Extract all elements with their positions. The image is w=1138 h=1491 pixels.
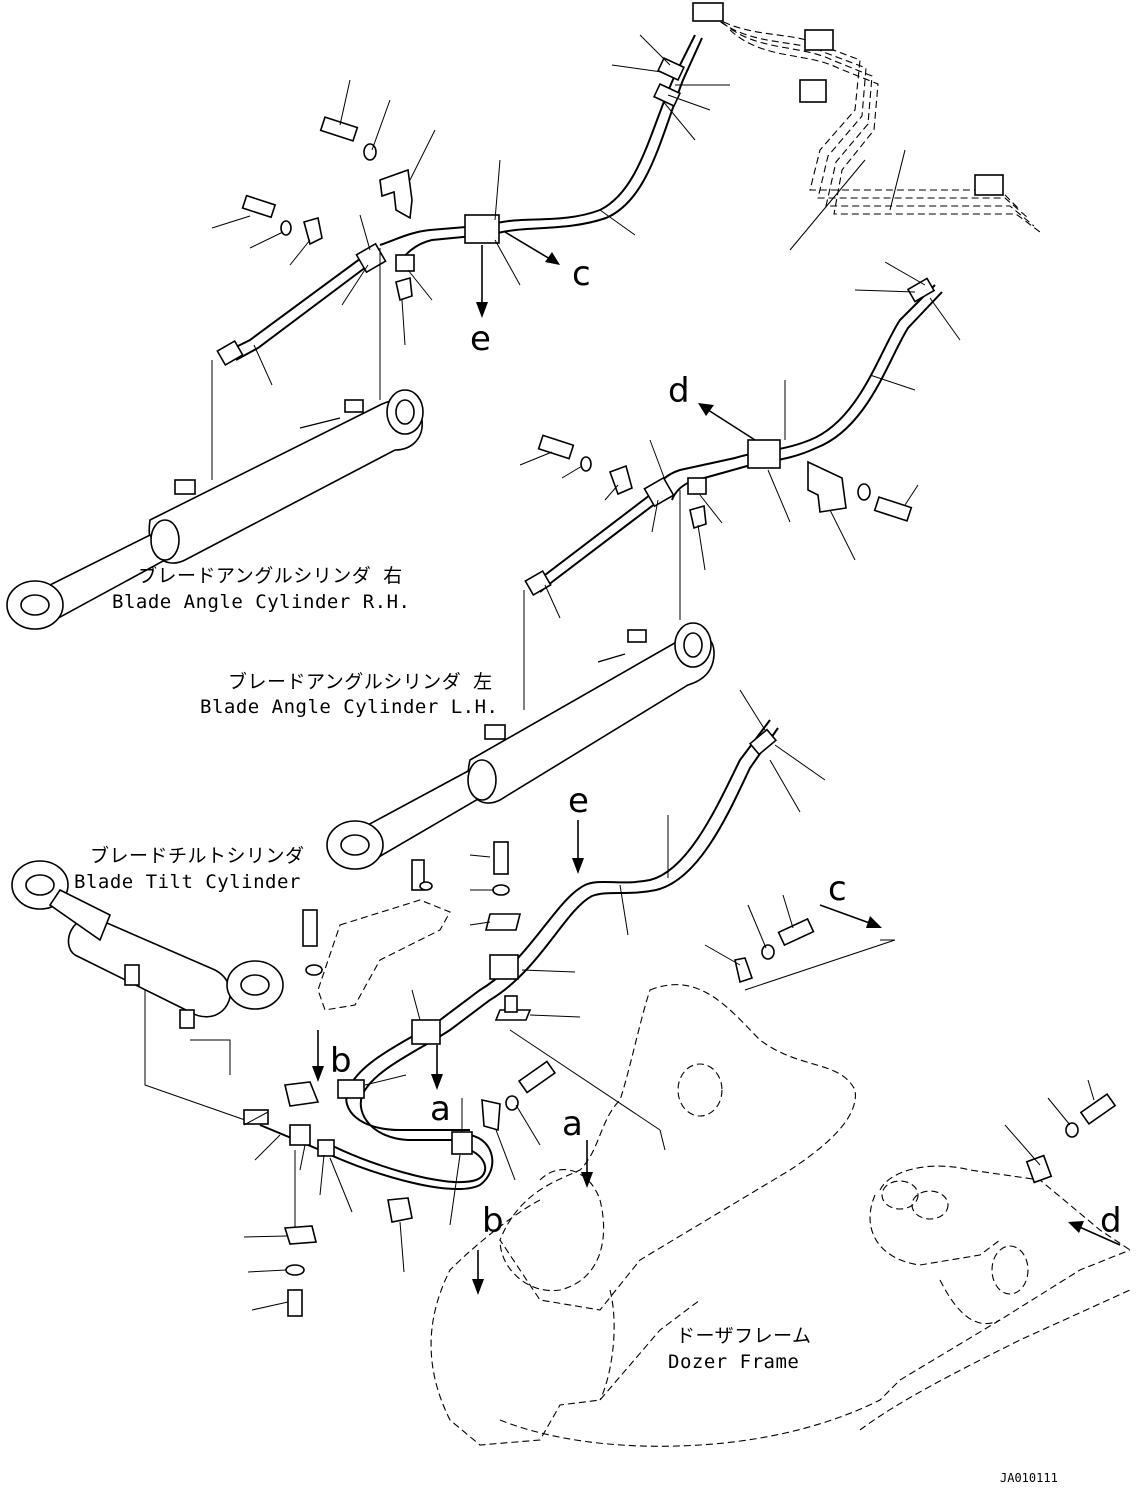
angle-rh-jp-label: ブレードアングルシリンダ 右: [138, 564, 403, 587]
dozer-frame: [430, 894, 1131, 1447]
hose-fitting: [657, 56, 685, 82]
clip: [608, 464, 633, 496]
blade-angle-cylinder-rh: [6, 389, 424, 630]
washer: [363, 143, 377, 161]
clip: [303, 216, 323, 246]
drawing-code: JA010111: [1000, 1471, 1058, 1485]
blade-angle-cylinder-lh: [326, 622, 715, 870]
bolt: [493, 841, 509, 875]
clip: [283, 1225, 318, 1245]
hose-bracket: [807, 460, 847, 513]
washer: [492, 884, 510, 896]
hose-sleeve: [289, 1124, 311, 1146]
bolt: [241, 194, 277, 219]
upper-valve-fitting: [804, 29, 834, 51]
washer: [285, 1264, 305, 1276]
spacer: [504, 995, 518, 1013]
angle-rh-en-label: Blade Angle Cylinder R.H.: [112, 591, 410, 613]
hose-end-fitting: [216, 339, 244, 367]
marker-c-lower: c: [828, 869, 847, 909]
marker-c-upper: c: [572, 254, 591, 294]
marker-b-left: b: [330, 1041, 352, 1081]
washer: [505, 1095, 519, 1111]
hose-end-fitting: [524, 569, 552, 597]
hose-clamp: [337, 1079, 365, 1099]
washer: [419, 881, 433, 891]
marker-e-upper: e: [470, 319, 491, 359]
hose-sleeve: [451, 1131, 473, 1155]
hose-bracket: [379, 168, 413, 220]
hose-fitting: [653, 82, 681, 108]
hose-clamp-block: [747, 439, 781, 469]
clip: [395, 276, 413, 302]
washer: [580, 456, 592, 472]
right-fitting-block: [974, 174, 1004, 196]
marker-a-mid: a: [430, 1089, 451, 1129]
hose-fitting: [748, 728, 778, 756]
bolt: [1079, 1092, 1117, 1126]
plate: [484, 913, 522, 931]
washer: [857, 483, 871, 501]
port-fitting: [484, 724, 506, 740]
bolt: [411, 859, 425, 891]
clip: [284, 1081, 320, 1107]
marker-d-middle: d: [668, 371, 690, 411]
hose-end-fitting: [243, 1109, 269, 1125]
bolt: [537, 434, 575, 460]
reference-arrows: [312, 231, 1121, 1295]
upper-elbow-fitting: [799, 79, 827, 103]
bolt: [517, 1060, 557, 1094]
bolt: [319, 116, 359, 142]
hose-clamp-block: [464, 214, 500, 244]
rh-hose-group: [211, 34, 730, 480]
hose-nut: [317, 1139, 335, 1157]
frame-en-label: Dozer Frame: [668, 1351, 799, 1373]
port-fitting: [174, 479, 196, 495]
port-fitting: [179, 1009, 195, 1029]
tilt-jp-label: ブレードチルトシリンダ: [90, 844, 305, 867]
upper-piping-assembly: [692, 2, 1041, 251]
frame-clip: [1025, 1154, 1053, 1184]
angle-lh-jp-label: ブレードアングルシリンダ 左: [228, 670, 493, 693]
port-fitting: [124, 964, 140, 986]
bolt: [287, 1289, 303, 1317]
washer: [280, 220, 292, 236]
marker-d-frame: d: [1100, 1201, 1122, 1241]
frame-jp-label: ドーザフレーム: [676, 1325, 812, 1347]
hose-clamp: [489, 954, 519, 980]
lower-hose-group: [243, 689, 826, 1317]
washer: [1065, 1122, 1079, 1138]
washer: [305, 964, 323, 976]
bolt: [873, 496, 913, 522]
leader-line: [889, 149, 906, 211]
hose-sleeve: [355, 242, 387, 274]
hose-clamp: [411, 1019, 441, 1045]
clip: [387, 1197, 413, 1223]
hose-sleeve: [643, 476, 675, 508]
marker-a-frame: a: [562, 1104, 583, 1144]
leader-line: [789, 159, 866, 251]
tilt-en-label: Blade Tilt Cylinder: [74, 871, 301, 893]
port-fitting: [344, 399, 364, 413]
angle-lh-en-label: Blade Angle Cylinder L.H.: [200, 696, 498, 718]
marker-e-lower: e: [568, 781, 589, 821]
port-fitting: [627, 629, 647, 643]
washer: [761, 944, 775, 960]
marker-b-frame: b: [482, 1201, 504, 1241]
blade-tilt-cylinder: [11, 860, 284, 1121]
clip: [689, 504, 707, 530]
clip: [481, 1098, 501, 1132]
hose-fitting: [906, 277, 936, 303]
hose-nut: [687, 477, 707, 495]
bolt: [302, 909, 318, 947]
hose-nut: [395, 254, 415, 272]
bolt: [777, 917, 815, 947]
upper-fitting-block: [692, 2, 724, 22]
lh-hose-group: [519, 261, 961, 710]
